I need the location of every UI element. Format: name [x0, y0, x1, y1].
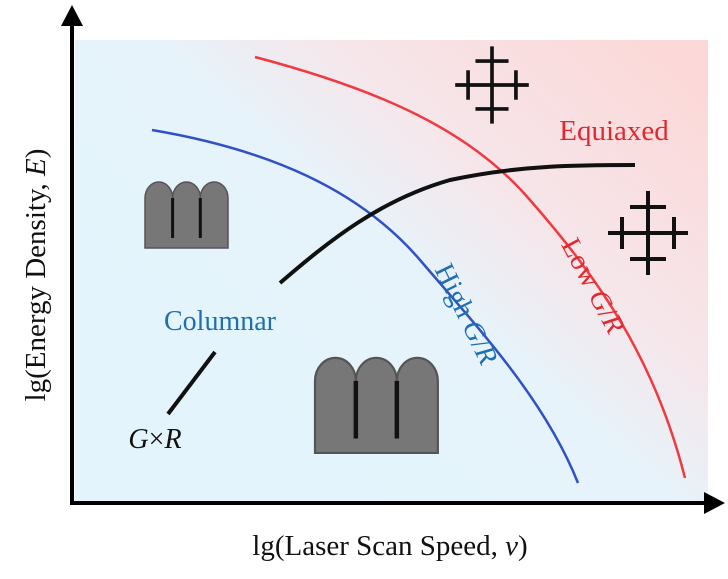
columnar-grain-icon — [143, 180, 230, 250]
y-axis-arrow-icon — [61, 5, 83, 26]
y-axis-label: lg(Energy Density, E) — [20, 149, 52, 402]
x-axis-arrow-icon — [704, 492, 725, 514]
gxr-label: G×R — [128, 424, 181, 455]
columnar-grain-icon — [315, 358, 438, 453]
columnar-label: Columnar — [164, 306, 277, 337]
gxr-curve-lower — [166, 350, 217, 416]
low-gr-curve — [254, 55, 687, 479]
equiaxed-label: Equiaxed — [559, 115, 669, 147]
high-gr-curve — [151, 128, 580, 484]
gxr-curve-upper — [278, 163, 636, 285]
x-axis-label: lg(Laser Scan Speed, v) — [252, 530, 527, 562]
